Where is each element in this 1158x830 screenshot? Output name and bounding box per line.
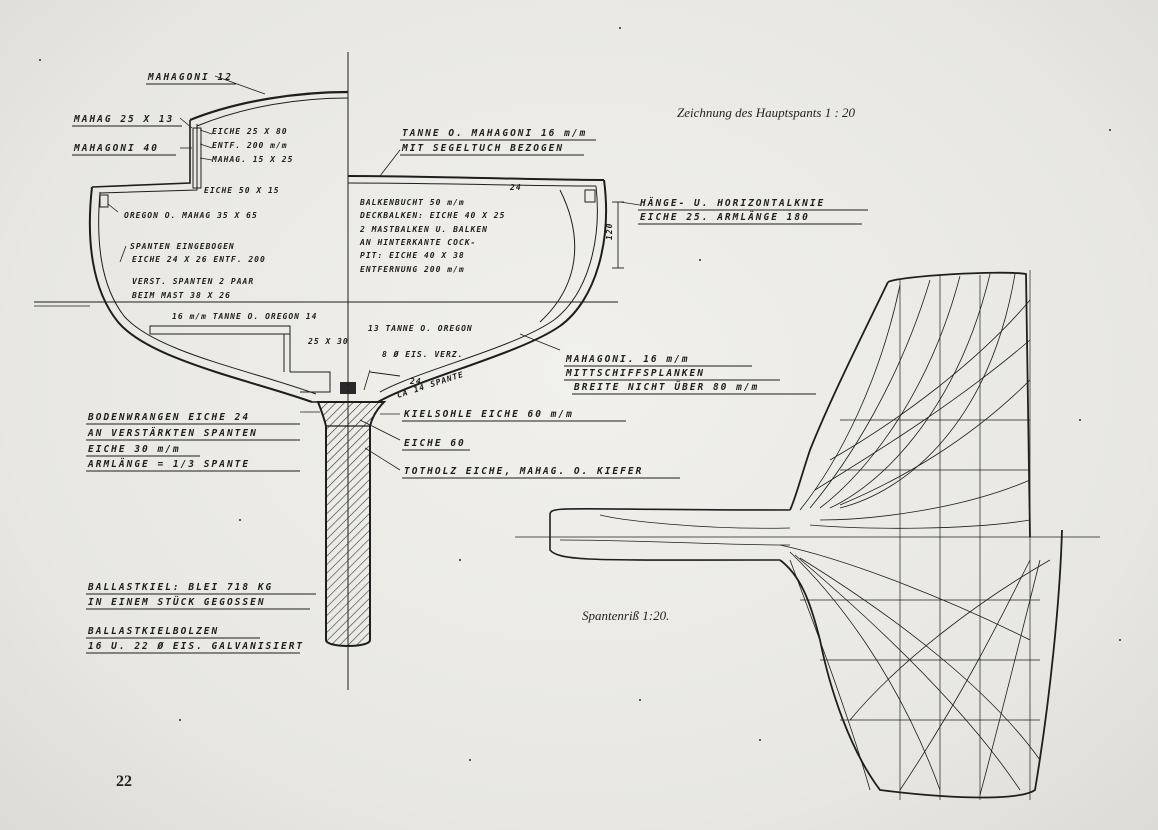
label-mahagoni-12: MAHAGONI 12 — [147, 72, 233, 83]
frame-plan-title: Spantenriß 1:20. — [582, 608, 669, 623]
label-bodenwrangen: BODENWRANGEN EICHE 24 — [87, 412, 250, 423]
frame-plan — [515, 270, 1100, 800]
label-in-einem-stueck: IN EINEM STÜCK GEGOSSEN — [88, 597, 266, 608]
label-mahag-15x25: MAHAG. 15 X 25 — [211, 155, 293, 164]
label-balkenbucht: BALKENBUCHT 50 m/m — [359, 198, 465, 207]
midship-section — [34, 52, 641, 690]
label-entf-200: ENTF. 200 m/m — [212, 141, 288, 150]
label-ballastkiel: BALLASTKIEL: BLEI 718 KG — [87, 582, 273, 593]
label-tanne-oregon-16: 16 m/m TANNE O. OREGON 14 — [172, 312, 317, 321]
label-eiche-30: EICHE 30 m/m — [88, 444, 181, 455]
label-underlines — [72, 83, 868, 654]
label-pit-eiche: PIT: EICHE 40 X 38 — [360, 251, 465, 260]
label-hinterkante: AN HINTERKANTE COCK- — [359, 238, 476, 247]
label-eiche-50x15: EICHE 50 X 15 — [204, 186, 280, 195]
label-ballastkielbolzen: BALLASTKIELBOLZEN — [87, 626, 219, 637]
paper-speckles — [39, 27, 1121, 761]
label-breite: BREITE NICHT ÜBER 80 m/m — [573, 382, 759, 393]
label-an-verstaerkten: AN VERSTÄRKTEN SPANTEN — [87, 428, 258, 439]
label-verst-spanten: VERST. SPANTEN 2 PAAR — [132, 277, 254, 286]
label-eiche-25x80: EICHE 25 X 80 — [212, 127, 288, 136]
label-kielsohle: KIELSOHLE EICHE 60 m/m — [403, 409, 574, 420]
label-dim-25x30: 25 X 30 — [307, 337, 349, 346]
label-tanne-oregon-13: 13 TANNE O. OREGON — [368, 324, 473, 333]
section-title: Zeichnung des Hauptspants 1 : 20 — [677, 105, 856, 120]
label-dim-24: 24 — [509, 183, 522, 192]
label-dim-120: 120 — [605, 223, 614, 240]
label-mahag-25x13: MAHAG 25 X 13 — [73, 114, 174, 125]
label-segeltuch: MIT SEGELTUCH BEZOGEN — [401, 143, 564, 154]
label-armlaenge: ARMLÄNGE = 1/3 SPANTE — [87, 459, 250, 470]
label-spanfig: CA 14 SPANTE — [396, 370, 465, 400]
label-oregon: OREGON O. MAHAG 35 X 65 — [124, 211, 258, 220]
label-entfernung: ENTFERNUNG 200 m/m — [360, 265, 465, 274]
page-number: 22 — [116, 773, 132, 790]
label-mittschiffsplanken: MITTSCHIFFSPLANKEN — [565, 368, 705, 379]
label-mahagoni-16: MAHAGONI. 16 m/m — [565, 354, 690, 365]
label-eiche-armlaenge: EICHE 25. ARMLÄNGE 180 — [640, 212, 810, 223]
label-dim-24b: 24 — [409, 377, 422, 386]
label-bolzen: 16 U. 22 Ø EIS. GALVANISIERT — [88, 641, 304, 652]
label-eis-verz: 8 Ø EIS. VERZ. — [382, 349, 463, 359]
label-beim-mast: BEIM MAST 38 X 26 — [131, 291, 231, 300]
label-tanne-mahagoni: TANNE O. MAHAGONI 16 m/m — [402, 128, 587, 139]
label-deckbalken: DECKBALKEN: EICHE 40 X 25 — [359, 211, 505, 220]
label-mastbalken: 2 MASTBALKEN U. BALKEN — [359, 225, 488, 234]
label-spanten-eingebogen: SPANTEN EINGEBOGEN — [130, 242, 235, 251]
label-mahagoni-40: MAHAGONI 40 — [73, 143, 159, 154]
label-eiche-60: EICHE 60 — [404, 438, 466, 449]
label-eiche-24x26: EICHE 24 X 26 ENTF. 200 — [132, 255, 266, 264]
label-haenge-knie: HÄNGE- U. HORIZONTALKNIE — [639, 198, 825, 209]
label-totholz: TOTHOLZ EICHE, MAHAG. O. KIEFER — [404, 466, 643, 477]
